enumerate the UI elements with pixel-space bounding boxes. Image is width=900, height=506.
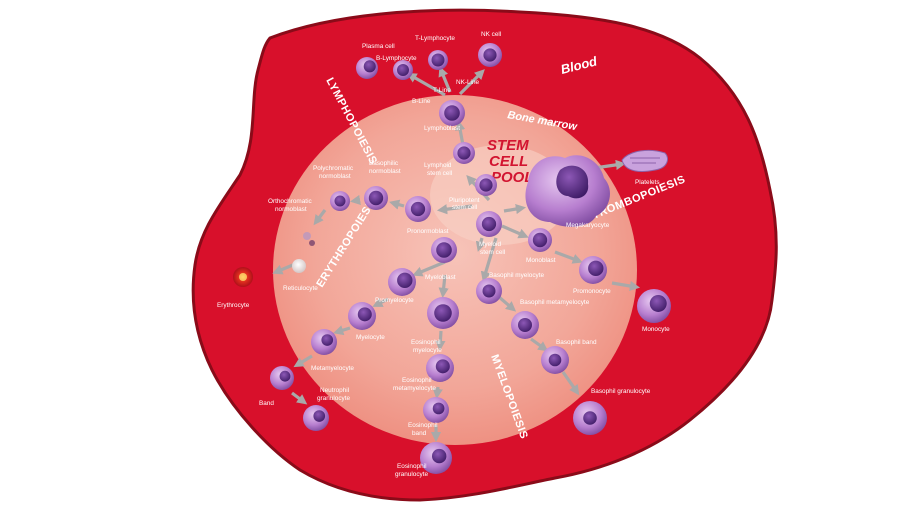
platelets-shape <box>621 149 668 172</box>
monoblast-cell <box>528 228 552 252</box>
label-myeloid-stem-cell-2: stem cell <box>480 249 505 256</box>
label-basophil-band: Basophil band <box>556 339 597 346</box>
stem-pool-line-2: CELL <box>489 153 528 170</box>
label-eos-myelocyte-2: myelocyte <box>413 347 442 354</box>
cells-layer <box>270 43 671 474</box>
label-polychromatic-2: normoblast <box>319 173 351 180</box>
label-lymphoblast: Lymphoblast <box>424 125 460 132</box>
label-orthochromatic-1: Orthochromatic <box>268 198 312 205</box>
metamyelocyte-cell <box>311 329 337 355</box>
label-myeloblast: Myeloblast <box>425 274 456 281</box>
orthochromatic-dot-2 <box>309 240 315 246</box>
myeloblast-cell <box>431 237 457 263</box>
label-promyelocyte: Promyelocyte <box>375 297 414 304</box>
label-basophil-myelocyte: Basophil myelocyte <box>489 272 545 279</box>
label-b-lymphocyte: B-Lymphocyte <box>376 55 417 62</box>
pluripotent-stem-cell-cell <box>475 174 497 196</box>
neutrophil-granulocyte-cell <box>303 405 329 431</box>
label-basophil-metamyelocyte: Basophil metamyelocyte <box>520 299 590 306</box>
promyelocyte-cell <box>388 268 416 296</box>
eosinophil-metamyelocyte-cell <box>426 354 454 382</box>
t-lymphocyte-cell <box>428 50 448 70</box>
lymphoblast-cell <box>439 100 465 126</box>
myeloid-stem-cell-cell <box>476 211 502 237</box>
label-basophilic-2: normoblast <box>369 168 401 175</box>
label-platelets: Platelets <box>635 179 660 186</box>
label-b-line: B-Line <box>412 98 431 105</box>
label-promonocyte: Promonocyte <box>573 288 611 295</box>
label-metamyelocyte: Metamyelocyte <box>311 365 354 372</box>
label-t-line: T-Line <box>433 87 451 94</box>
pronormoblast-cell <box>405 196 431 222</box>
label-pluripotent-stem-cell-2: stem cell <box>452 204 477 211</box>
promonocyte-cell <box>579 256 607 284</box>
label-nk-line: NK-Line <box>456 79 480 86</box>
monocyte-cell <box>637 289 671 323</box>
label-eos-granulocyte-1: Eosinophil <box>397 463 427 470</box>
eosinophil-granulocyte-cell <box>420 442 452 474</box>
label-neutrophil-1: Neutrophil <box>320 387 349 394</box>
polychromatic-normoblast-cell <box>330 191 350 211</box>
label-neutrophil-2: granulocyte <box>317 395 350 402</box>
label-eos-myelocyte-1: Eosinophil <box>411 339 441 346</box>
label-pluripotent-stem-cell-1: Pluripotent <box>449 197 480 204</box>
eosinophil-band-cell <box>423 397 449 423</box>
basophil-band-cell <box>541 346 569 374</box>
label-eos-metamyelocyte-2: metamyelocyte <box>393 385 436 392</box>
basophil-metamyelocyte-cell <box>511 311 539 339</box>
erythrocyte-center <box>239 273 247 281</box>
basophil-myelocyte-cell <box>476 278 502 304</box>
label-megakaryocyte: Megakaryocyte <box>566 222 610 229</box>
label-lymphoid-stem-cell-1: Lymphoid <box>424 162 452 169</box>
plasma-cell-cell <box>356 57 378 79</box>
label-monocyte: Monocyte <box>642 326 670 333</box>
label-myelocyte: Myelocyte <box>356 334 385 341</box>
nk-cell-cell <box>478 43 502 67</box>
label-basophil-granulocyte: Basophil granulocyte <box>591 388 651 395</box>
basophil-granulocyte-cell <box>573 401 607 435</box>
label-myeloid-stem-cell-1: Myeloid <box>479 241 501 248</box>
myelocyte-cell <box>348 302 376 330</box>
b-lymphocyte-cell <box>393 60 413 80</box>
label-eos-metamyelocyte-1: Eosinophil <box>402 377 432 384</box>
label-eos-band-2: band <box>412 430 427 437</box>
eosinophil-myelocyte-cell <box>427 297 459 329</box>
label-polychromatic-1: Polychromatic <box>313 165 354 172</box>
label-eos-band-1: Eosinophil <box>408 422 438 429</box>
megakaryocyte-cell <box>525 155 610 227</box>
label-plasma-cell: Plasma cell <box>362 43 395 50</box>
label-t-lymphocyte: T-Lymphocyte <box>415 35 455 42</box>
label-band: Band <box>259 400 274 407</box>
label-orthochromatic-2: normoblast <box>275 206 307 213</box>
lymphoid-stem-cell-cell <box>453 142 475 164</box>
reticulocyte-cell <box>292 259 306 273</box>
label-lymphoid-stem-cell-2: stem cell <box>427 170 452 177</box>
label-erythrocyte: Erythrocyte <box>217 302 250 309</box>
label-reticulocyte: Reticulocyte <box>283 285 318 292</box>
stem-pool-line-3: POOL <box>491 169 534 186</box>
basophilic-normoblast-cell <box>364 186 388 210</box>
orthochromatic-dot-1 <box>303 232 311 240</box>
labels: Plasma cell B-Lymphocyte T-Lymphocyte NK… <box>217 31 670 478</box>
stem-pool-line-1: STEM <box>487 137 529 154</box>
label-nk-cell: NK cell <box>481 31 501 38</box>
label-basophilic-1: Basophilic <box>369 160 399 167</box>
arrows <box>272 66 641 443</box>
band-cell <box>270 366 294 390</box>
label-eos-granulocyte-2: granulocyte <box>395 471 428 478</box>
label-pronormoblast: Pronormoblast <box>407 228 449 235</box>
label-monoblast: Monoblast <box>526 257 556 264</box>
